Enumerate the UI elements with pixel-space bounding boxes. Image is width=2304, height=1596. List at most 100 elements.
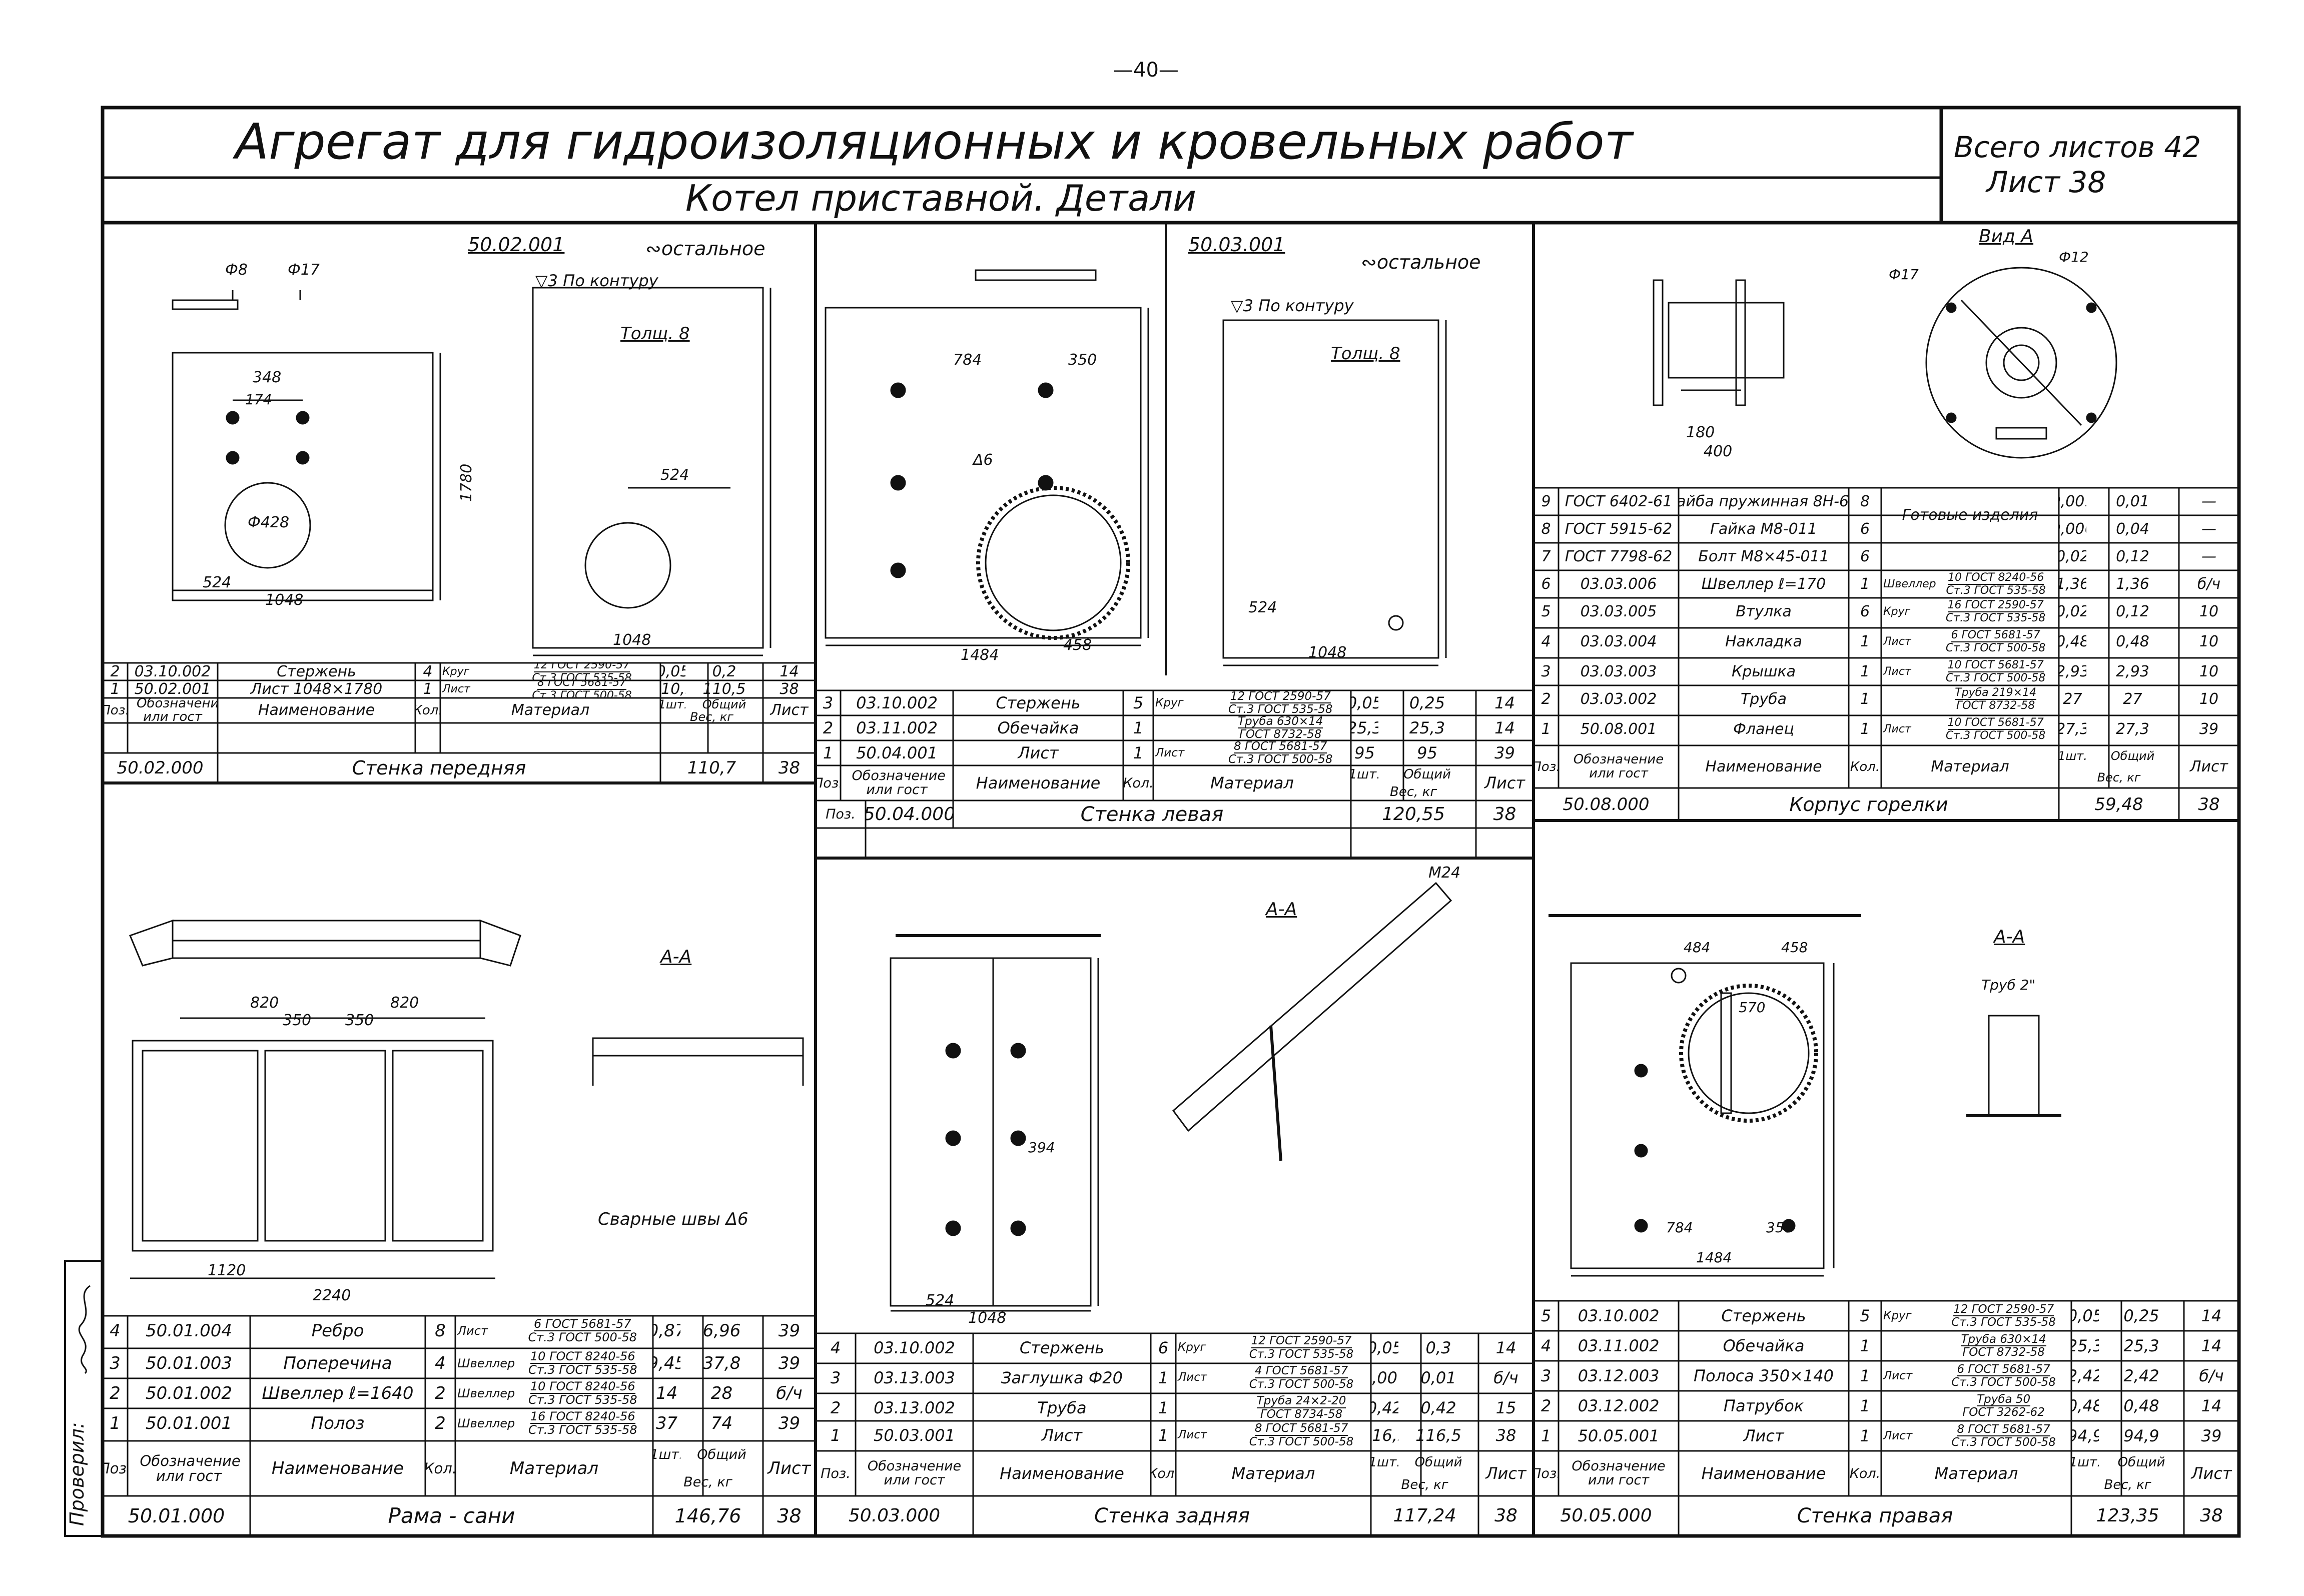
p6-dim: 1484 [1696, 1249, 1732, 1266]
spec-weight-one: 0,05 [2071, 1306, 2099, 1325]
spec-designation: 03.13.002 [874, 1398, 955, 1417]
spec-material-line1: 16 ГОСТ 8240-56 [530, 1409, 635, 1424]
spec-name: Лист 1048×1780 [250, 680, 383, 698]
assembly-code: 50.03.000 [848, 1505, 941, 1526]
col-name: Наименование [258, 701, 375, 719]
spec-weight-one: 110,5 [660, 680, 685, 698]
spec-designation: 03.13.003 [874, 1368, 955, 1387]
checked-by-label: Проверил: [66, 1422, 88, 1526]
spec-material-line2: Ст.3 ГОСТ 500-58 [528, 1330, 637, 1344]
assembly-name: Стенка задняя [1094, 1504, 1250, 1527]
p6-dim: 484 [1684, 939, 1711, 956]
assembly-sheet: 38 [2200, 1505, 2223, 1526]
spec-name: Заглушка Ф20 [1001, 1368, 1123, 1387]
col-material: Материал [1210, 773, 1294, 792]
spec-weight-one: 0,02 [2059, 602, 2086, 620]
spec-designation: 50.04.001 [856, 743, 938, 762]
spec-sheet: 39 [2201, 1426, 2222, 1445]
p4-section-label: А-А [660, 947, 692, 967]
col-designation: Обозначение или гост [128, 698, 218, 723]
spec-pos: 6 [1541, 575, 1551, 593]
spec-qty: 4 [435, 1353, 446, 1373]
spec-name: Стержень [277, 663, 356, 680]
col-material: Материал [1231, 1464, 1315, 1483]
assembly-code: 50.08.000 [1563, 794, 1650, 815]
spec-weight-one: 27,3 [2059, 720, 2086, 738]
col-weight: Вес, кг [1389, 784, 1437, 800]
spec-material-line1: 8 ГОСТ 5681-57 [537, 680, 627, 690]
spec-pos: 3 [1541, 662, 1551, 680]
spec-designation: 50.08.001 [1580, 720, 1657, 738]
col-weight: Вес, кг [690, 710, 733, 723]
spec-material-line2: ГОСТ 3262-62 [1962, 1406, 2045, 1419]
spec-sheet: б/ч [1493, 1368, 1518, 1387]
spec-material-spec [1932, 556, 2059, 557]
spec-pos: 3 [830, 1368, 841, 1387]
spec-qty: 1 [1860, 662, 1870, 680]
spec-qty: 8 [1860, 492, 1870, 510]
spec-material-kind: Лист [1155, 746, 1185, 759]
spec-weight-total: 25,3 [2123, 1336, 2159, 1355]
spec-pos: 4 [830, 1338, 841, 1357]
spec-material-kind: Швеллер [1883, 577, 1936, 590]
spec-pos: 2 [830, 1398, 841, 1417]
spec-name: Полоз [311, 1413, 365, 1433]
spec-name: Поперечина [283, 1353, 392, 1373]
p6-dim: 784 [1666, 1219, 1693, 1236]
spec-qty: 5 [1860, 1306, 1870, 1325]
spec-material-kind: Швеллер [457, 1386, 515, 1400]
spec-weight-total: 95 [1417, 743, 1437, 762]
p4-dim: 820 [250, 994, 279, 1012]
spec-qty: 5 [1133, 693, 1144, 712]
p6-dim: 458 [1781, 939, 1808, 956]
spec-weight-total: 0,48 [2116, 632, 2149, 650]
p1-dim: 1048 [265, 591, 304, 609]
spec-material-kind: Лист [457, 1324, 488, 1338]
p2-dim: 1484 [961, 646, 999, 664]
p1-dim: 1048 [613, 631, 651, 649]
spec-pos: 4 [110, 1321, 121, 1341]
spec-weight-one: 0,48 [2059, 632, 2086, 650]
spec-pos: 1 [1541, 1426, 1552, 1445]
spec-sheet: 10 [2199, 632, 2219, 650]
page-number: —40— [1113, 59, 1179, 82]
col-sheet: Лист [767, 1458, 811, 1478]
spec-material-line2: Ст.3 ГОСТ 500-58 [1945, 729, 2046, 742]
spec-designation: ГОСТ 5915-62 [1565, 520, 1673, 538]
p3-dim: Ф17 [1889, 266, 1919, 283]
p4-dim: 2240 [313, 1287, 351, 1304]
spec-pos: 4 [1541, 1336, 1552, 1355]
spec-qty: 1 [1860, 1366, 1870, 1385]
spec-weight-one: 0,05 [1351, 693, 1378, 712]
spec-weight-one: 9,45 [653, 1353, 680, 1373]
col-designation: Обозначение или гост [1559, 1451, 1679, 1496]
spec-material-line2: Ст.3 ГОСТ 535-58 [528, 1393, 637, 1407]
spec-weight-total: 0,04 [2116, 520, 2149, 538]
spec-designation: 03.03.005 [1580, 602, 1657, 620]
spec-name: Обечайка [1723, 1336, 1805, 1355]
spec-sheet: б/ч [2197, 575, 2221, 593]
col-sheet: Лист [1484, 773, 1525, 792]
spec-weight-one: 25,3 [2071, 1336, 2099, 1355]
spec-weight-total: 110,5 [702, 680, 746, 698]
spec-pos: 3 [110, 1353, 121, 1373]
p6-pipe-note: Труб 2" [1981, 977, 2036, 993]
p2-thickness: Толщ. 8 [1331, 344, 1400, 364]
assembly-sheet: 38 [1494, 1505, 1517, 1526]
spec-material-line2: Ст.3 ГОСТ 535-58 [1945, 611, 2046, 624]
assembly-weight: 117,24 [1393, 1505, 1456, 1526]
p6-dim: 570 [1739, 999, 1766, 1016]
p1-dim: Ф17 [288, 261, 320, 279]
spec-weight-one: 0,02 [2059, 547, 2086, 565]
